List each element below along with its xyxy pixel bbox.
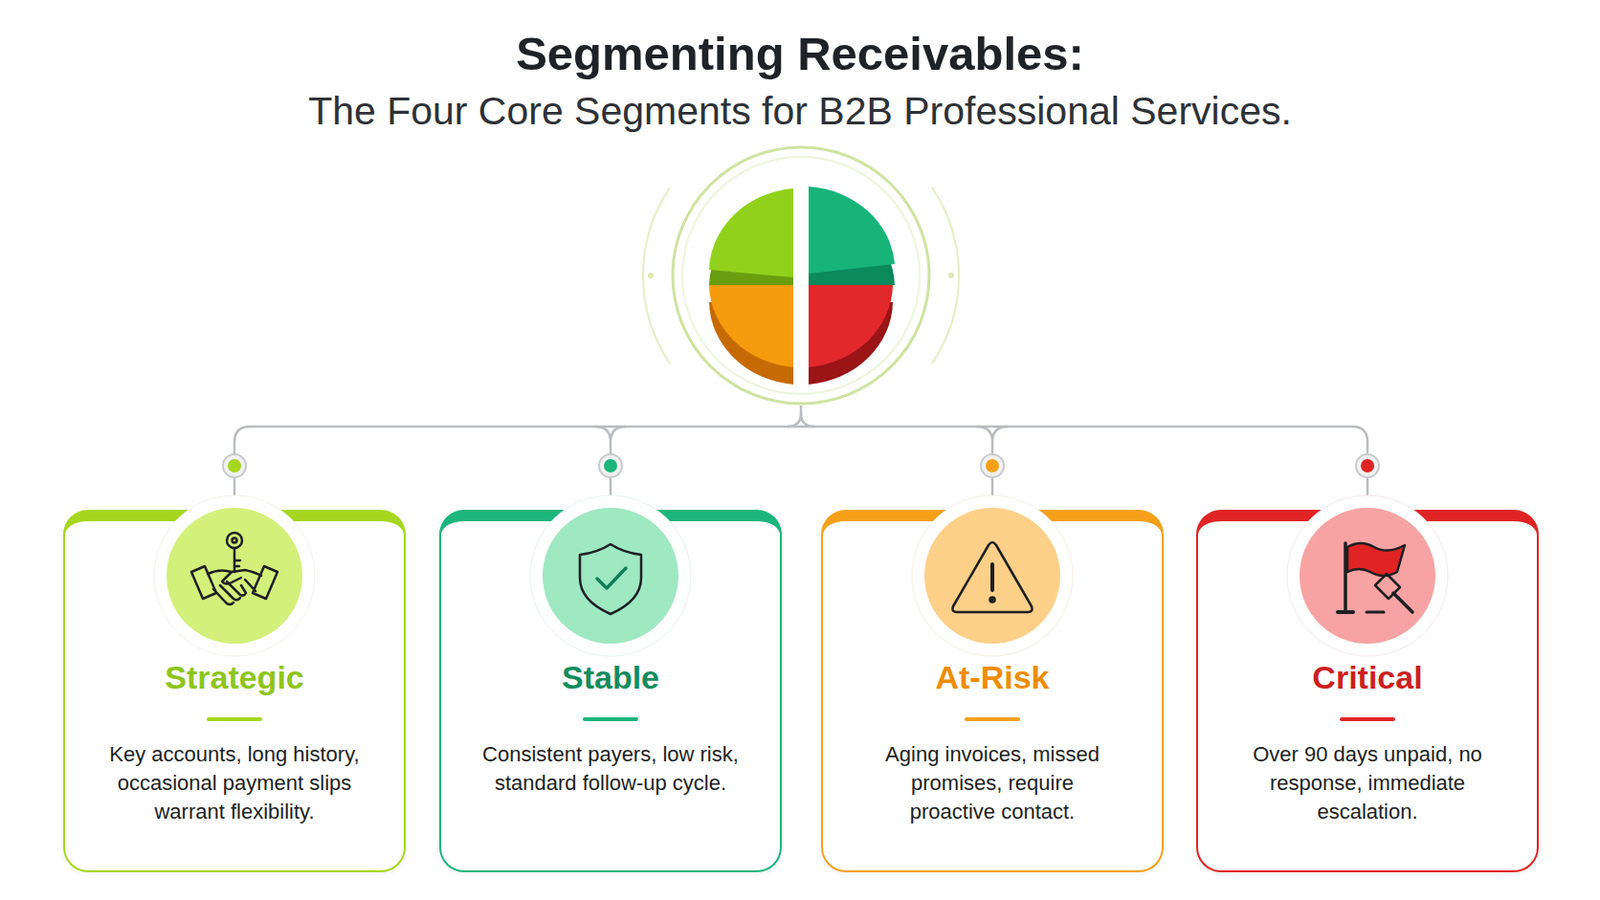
tree-line <box>595 426 626 456</box>
icon-circle <box>542 508 679 645</box>
warning-triangle <box>953 542 1033 613</box>
tree-dot <box>222 454 246 478</box>
subtitle-label: The Four Core Segments for B2B Professio… <box>0 86 1600 136</box>
flag <box>1347 543 1405 577</box>
icon-halos <box>154 495 1448 657</box>
tree-dot <box>1355 454 1379 478</box>
heading-underline <box>208 717 261 722</box>
gavel-block <box>1366 611 1384 615</box>
right-cuff <box>252 566 278 600</box>
ring-dot <box>647 272 654 279</box>
ring-dot <box>948 272 955 279</box>
segment-description: Aging invoices, missed promises, require… <box>871 740 1113 827</box>
shield-check-icon <box>579 544 642 615</box>
pie-slice <box>709 285 794 368</box>
ring-arc <box>932 187 959 364</box>
shield <box>579 544 642 615</box>
thumb <box>222 572 242 585</box>
tree-line <box>234 476 1368 498</box>
heading-underline <box>1341 717 1394 722</box>
heading-underlines <box>208 717 1394 722</box>
segment-description: Key accounts, long history, occasional p… <box>98 740 372 827</box>
tree-lines <box>234 405 1368 498</box>
icon-circle <box>166 508 303 645</box>
pie-slice <box>808 186 895 274</box>
exclamation-bar <box>990 564 995 591</box>
tree-line <box>800 413 815 427</box>
tree-line <box>787 405 801 427</box>
check <box>597 568 626 589</box>
tree-dot <box>227 459 242 473</box>
hand-top <box>207 570 262 577</box>
gavel-handle <box>1393 593 1413 613</box>
handshake-key-icon <box>191 533 278 605</box>
flag-base <box>1337 610 1354 615</box>
fingers <box>213 579 256 605</box>
pie-illustration <box>709 186 895 385</box>
exclamation-dot <box>990 598 996 603</box>
icon-halo <box>1287 495 1448 657</box>
key-hole <box>232 538 238 544</box>
tree-dots <box>222 454 1379 478</box>
key-stem <box>234 548 241 573</box>
ring-arc <box>643 187 670 364</box>
icon-halo <box>911 495 1073 657</box>
heading-underline <box>584 717 637 722</box>
segment-heading: Strategic <box>65 657 404 698</box>
pie-slice <box>709 188 794 278</box>
icon-halo <box>530 495 691 657</box>
key-bow <box>226 533 243 549</box>
pie-ring <box>643 147 959 404</box>
icon-circle <box>1299 508 1436 645</box>
tree-dot <box>985 459 1000 473</box>
icon-halo <box>154 495 315 657</box>
tree-line <box>234 426 1368 456</box>
segment-description: Consistent payers, low risk, standard fo… <box>469 740 753 799</box>
tree-dot <box>980 454 1004 478</box>
tree-dot <box>599 454 623 478</box>
icon-circle <box>924 508 1061 645</box>
pie-frame-inner <box>682 156 920 395</box>
segment-heading: Stable <box>441 657 780 698</box>
segment-heading: At-Risk <box>822 657 1162 698</box>
flag-gavel-icon <box>1337 543 1413 613</box>
tree-dot <box>1360 459 1375 473</box>
segment-description: Over 90 days unpaid, no response, immedi… <box>1252 740 1483 827</box>
tree-dot <box>603 459 618 473</box>
segment-heading: Critical <box>1198 657 1537 698</box>
pie-frame <box>672 147 930 404</box>
diagram-title: Segmenting Receivables: <box>0 24 1600 83</box>
pie-slice <box>808 285 893 368</box>
heading-underline <box>966 717 1019 722</box>
tree-line <box>977 426 1008 456</box>
warning-icon <box>953 542 1033 613</box>
